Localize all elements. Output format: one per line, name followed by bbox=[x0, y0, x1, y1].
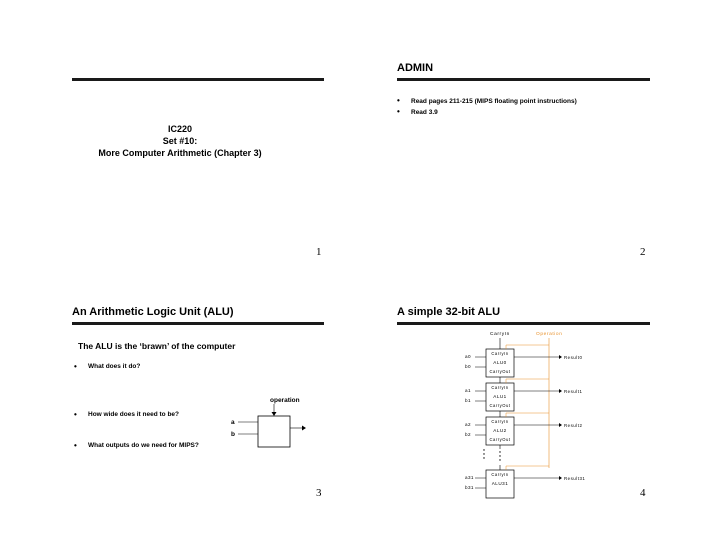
stage-input-a-label: a1 bbox=[465, 388, 471, 393]
slide-1: IC220 Set #10: More Computer Arithmetic … bbox=[0, 0, 360, 278]
ellipsis-dot bbox=[483, 453, 485, 455]
list-item: What outputs do we need for MIPS? bbox=[74, 441, 199, 450]
alu-box bbox=[257, 415, 291, 448]
stage-alu-label: ALU2 bbox=[493, 428, 507, 433]
stage-result-arrowhead bbox=[559, 389, 562, 393]
page-number: 4 bbox=[640, 487, 646, 499]
slide-subtitle: The ALU is the ‘brawn’ of the computer bbox=[78, 341, 236, 351]
stage-result-label: Result31 bbox=[564, 476, 585, 481]
slide-3: An Arithmetic Logic Unit (ALU) The ALU i… bbox=[0, 279, 360, 557]
ellipsis-dot bbox=[499, 455, 501, 457]
slide-title: ADMIN bbox=[397, 62, 434, 74]
stage-input-b-label: b1 bbox=[465, 398, 471, 403]
slide-3-rule bbox=[72, 322, 324, 325]
list-item: Read 3.9 bbox=[397, 106, 577, 118]
stage-carry-in-label: CarryIn bbox=[491, 385, 508, 390]
alu-stage-box bbox=[485, 416, 515, 446]
output-arrowhead bbox=[302, 425, 306, 431]
list-item: How wide does it need to be? bbox=[74, 410, 179, 419]
slide-4-rule bbox=[397, 322, 650, 325]
input-b-label: b bbox=[231, 431, 235, 438]
set-topic: More Computer Arithmetic (Chapter 3) bbox=[98, 148, 262, 158]
slide-1-title-block: IC220 Set #10: More Computer Arithmetic … bbox=[0, 123, 360, 159]
operation-label: operation bbox=[270, 397, 300, 404]
stage-result-arrowhead bbox=[559, 355, 562, 359]
ellipsis-dot bbox=[499, 451, 501, 453]
alu-stage-box bbox=[485, 382, 515, 412]
stage-input-a-label: a2 bbox=[465, 422, 471, 427]
stage-carry-out-label: CarryOut bbox=[490, 437, 511, 442]
slide-title: A simple 32-bit ALU bbox=[397, 306, 501, 318]
course-code: IC220 bbox=[167, 124, 193, 134]
stage-alu-label: ALU31 bbox=[492, 481, 509, 486]
stage-alu-label: ALU0 bbox=[493, 360, 507, 365]
stage-input-b-label: b31 bbox=[465, 485, 474, 490]
admin-bullet-list: Read pages 211-215 (MIPS floating point … bbox=[397, 95, 577, 118]
ellipsis-dot bbox=[483, 449, 485, 451]
stage-result-label: Result1 bbox=[564, 389, 582, 394]
stage-result-label: Result2 bbox=[564, 423, 582, 428]
alu-stage-box bbox=[485, 469, 515, 499]
operation-arrowhead bbox=[271, 412, 277, 416]
stage-carry-in-label: CarryIn bbox=[491, 472, 508, 477]
stage-result-label: Result0 bbox=[564, 355, 582, 360]
alu-block-diagram: operation a b bbox=[231, 397, 306, 448]
page-number: 1 bbox=[316, 246, 322, 258]
stage-result-arrowhead bbox=[559, 423, 562, 427]
list-item: What does it do? bbox=[74, 362, 140, 371]
slide-1-rule bbox=[72, 78, 324, 81]
slide-2: ADMIN Read pages 211-215 (MIPS floating … bbox=[360, 0, 720, 278]
top-carry-in-label: CarryIn bbox=[490, 331, 510, 337]
stage-carry-out-label: CarryOut bbox=[490, 369, 511, 374]
stage-alu-label: ALU1 bbox=[493, 394, 507, 399]
ellipsis-dot bbox=[483, 457, 485, 459]
slide-2-rule bbox=[397, 78, 650, 81]
list-item: Read pages 211-215 (MIPS floating point … bbox=[397, 95, 577, 107]
stage-input-a-label: a31 bbox=[465, 475, 474, 480]
set-number: Set #10: bbox=[162, 136, 198, 146]
page-number: 2 bbox=[640, 246, 646, 258]
stage-carry-in-label: CarryIn bbox=[491, 419, 508, 424]
stage-input-a-label: a0 bbox=[465, 354, 471, 359]
top-operation-label: Operation bbox=[536, 331, 562, 337]
slide-title: An Arithmetic Logic Unit (ALU) bbox=[72, 306, 234, 318]
stage-result-arrowhead bbox=[559, 476, 562, 480]
ellipsis-dot bbox=[499, 459, 501, 461]
stage-input-b-label: b0 bbox=[465, 364, 471, 369]
stage-carry-in-label: CarryIn bbox=[491, 351, 508, 356]
input-a-label: a bbox=[231, 419, 235, 426]
page-number: 3 bbox=[316, 487, 322, 499]
stage-input-b-label: b2 bbox=[465, 432, 471, 437]
stage-carry-out-label: CarryOut bbox=[490, 403, 511, 408]
